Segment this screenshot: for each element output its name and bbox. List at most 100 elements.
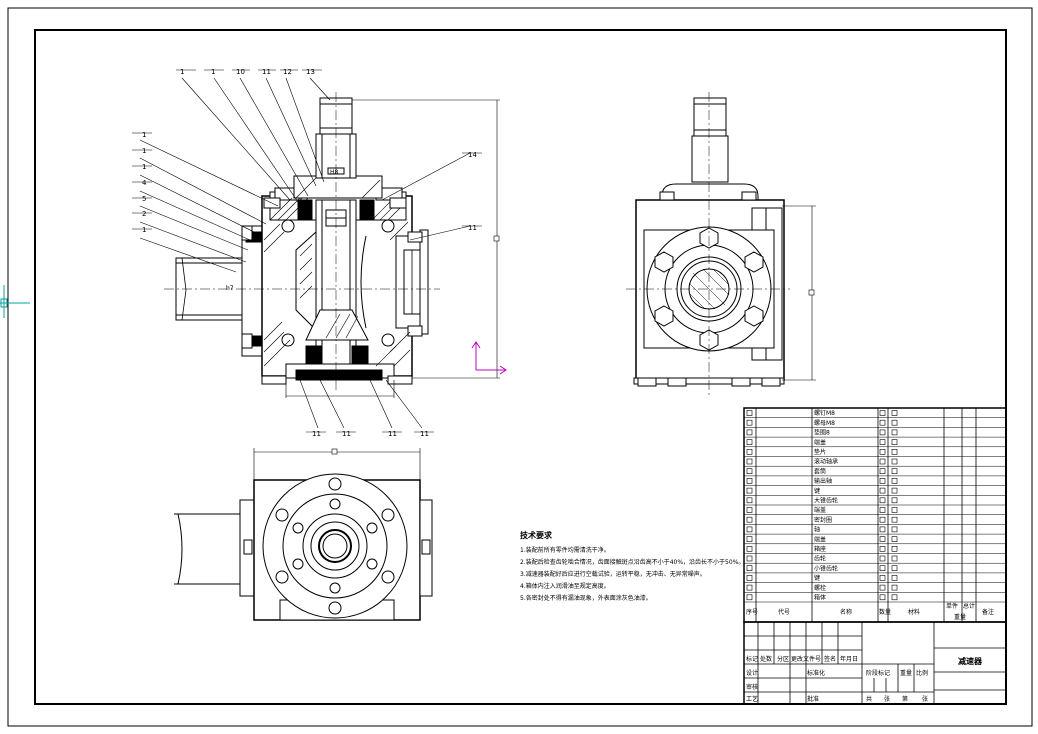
bom-header-cell: 单件 bbox=[946, 602, 958, 610]
bom-cell-marker bbox=[891, 545, 898, 552]
dimension-text: H8 bbox=[330, 169, 339, 176]
bom-cell-marker bbox=[891, 555, 898, 562]
leader-label: 11 bbox=[468, 224, 477, 232]
title-block-label: 标记 bbox=[746, 655, 758, 663]
bom-cell-marker bbox=[879, 565, 886, 572]
bom-cell-marker bbox=[879, 526, 886, 533]
bom-cell-marker bbox=[879, 497, 886, 504]
bom-header-cell: 代号 bbox=[778, 608, 790, 616]
title-block-sheet: 张 bbox=[884, 695, 890, 703]
leader-labels: 1 1 10 11 12 13 1 1 1 4 5 2 1 14 11 11 1… bbox=[142, 68, 477, 438]
title-block-label: 标准化 bbox=[807, 669, 825, 677]
bom-cell-marker bbox=[891, 478, 898, 484]
bom-header-cell: 总计 bbox=[963, 602, 975, 610]
bom-cell-marker bbox=[746, 497, 753, 504]
title-block-sheet: 张 bbox=[922, 695, 928, 703]
title-block-text: 标记 处数 分区 更改文件号 签名 年月日 设计 标准化 审核 工艺 批准 阶段… bbox=[746, 655, 983, 703]
leader-label: 1 bbox=[142, 226, 146, 234]
bom-cell-marker bbox=[746, 507, 753, 513]
bom-cell-marker bbox=[891, 594, 898, 601]
bom-cell-marker bbox=[879, 487, 886, 494]
bom-cell-marker bbox=[891, 448, 898, 455]
bom-cell-marker bbox=[746, 458, 753, 465]
bom-cell-marker bbox=[879, 439, 886, 445]
bom-cell-marker bbox=[746, 487, 753, 494]
tech-requirement-line: 1.装配前所有零件均需清洗干净。 bbox=[520, 546, 610, 554]
leader-label: 5 bbox=[142, 195, 146, 203]
bom-cell: 端盖 bbox=[814, 535, 826, 543]
bom-cell-marker bbox=[879, 468, 886, 475]
title-block-label: 设计 bbox=[746, 669, 758, 677]
bom-cell-marker bbox=[891, 507, 898, 513]
bom-cell-marker bbox=[879, 536, 886, 542]
bom-cell-marker bbox=[879, 545, 886, 552]
title-block-label: 审核 bbox=[746, 683, 758, 691]
bom-cell: 箱体 bbox=[814, 594, 826, 602]
leader-label: 1 bbox=[142, 147, 146, 155]
bom-cell: 垫片 bbox=[814, 448, 826, 456]
leader-label: 1 bbox=[142, 131, 146, 139]
bom-header-weight: 重量 bbox=[954, 613, 966, 621]
side-view bbox=[626, 92, 816, 396]
tech-requirements-title: 技术要求 bbox=[520, 530, 553, 540]
bom-cell: 套筒 bbox=[814, 467, 826, 475]
leader-label: 4 bbox=[142, 179, 147, 187]
bom-cell: 端盖 bbox=[814, 506, 826, 514]
bom-header: 序号 代号 名称 数量 材料 单件 总计 备注 重量 bbox=[746, 602, 994, 621]
outer-border bbox=[7, 7, 1033, 727]
bom-cell-marker bbox=[746, 526, 753, 533]
bom-cell-marker bbox=[746, 478, 753, 484]
title-block-label: 更改文件号 bbox=[791, 655, 821, 663]
bom-cell-marker bbox=[891, 497, 898, 504]
leader-label: 13 bbox=[306, 68, 315, 76]
bom-cell-marker bbox=[879, 448, 886, 455]
bom-cell-marker bbox=[891, 458, 898, 465]
title-block-label: 工艺 bbox=[746, 695, 758, 703]
drawing-frame bbox=[34, 29, 1007, 705]
dimension-text: h7 bbox=[226, 285, 234, 292]
bom-cell-marker bbox=[879, 429, 886, 436]
bom-cell-marker bbox=[746, 584, 753, 591]
tech-requirement-line: 3.减速器装配好后应进行空载试验，运转平稳，无冲击、无异常噪声。 bbox=[520, 570, 706, 578]
title-block-label: 分区 bbox=[777, 655, 789, 663]
bom-cell-marker bbox=[746, 536, 753, 542]
bom-cell-marker bbox=[879, 458, 886, 465]
bom-cell: 大锥齿轮 bbox=[814, 497, 838, 505]
bom-cell-marker bbox=[891, 439, 898, 445]
bom-cell-marker bbox=[746, 516, 753, 523]
bom-cell: 小锥齿轮 bbox=[814, 564, 838, 572]
bom-cell-marker bbox=[746, 410, 753, 416]
bom-cell-marker bbox=[879, 516, 886, 523]
title-block-scale: 比例 bbox=[916, 669, 928, 677]
bom-cell: 螺母M8 bbox=[814, 419, 835, 427]
title-block bbox=[743, 621, 1007, 705]
bom-cell-marker bbox=[891, 487, 898, 494]
bom-cell-marker bbox=[746, 565, 753, 572]
technical-requirements: 技术要求 1.装配前所有零件均需清洗干净。 2.装配后检查齿轮啮合情况，齿面接触… bbox=[520, 530, 744, 602]
bom-cell: 箱座 bbox=[814, 545, 826, 553]
bom-cell-marker bbox=[746, 468, 753, 475]
title-block-weight: 重量 bbox=[900, 669, 912, 677]
bom-cell-marker bbox=[891, 516, 898, 523]
leader-label: 1 bbox=[211, 68, 215, 76]
bom-cell-marker bbox=[746, 555, 753, 562]
leader-label: 11 bbox=[262, 68, 271, 76]
bom-cell: 垫圈8 bbox=[814, 429, 830, 437]
bom-cell-marker bbox=[746, 575, 753, 581]
bom-cell-marker bbox=[891, 419, 898, 426]
top-view bbox=[174, 448, 433, 621]
bom-header-cell: 数量 bbox=[879, 608, 891, 616]
title-block-stage: 阶段标记 bbox=[866, 669, 890, 677]
leader-label: 11 bbox=[388, 430, 397, 438]
bom-header-cell: 序号 bbox=[746, 608, 758, 616]
ucs-axis-icon bbox=[471, 341, 507, 375]
title-block-label: 批准 bbox=[807, 695, 819, 703]
bom-cell-marker bbox=[891, 565, 898, 572]
bom-cell: 螺栓 bbox=[814, 584, 826, 592]
bom-cell: 密封圈 bbox=[814, 516, 832, 524]
cursor-crosshair-icon[interactable] bbox=[0, 285, 30, 318]
leader-label: 10 bbox=[236, 68, 245, 76]
bom-cell-marker bbox=[746, 545, 753, 552]
tech-requirement-line: 4.箱体内注入润滑油至规定高度。 bbox=[520, 582, 610, 590]
